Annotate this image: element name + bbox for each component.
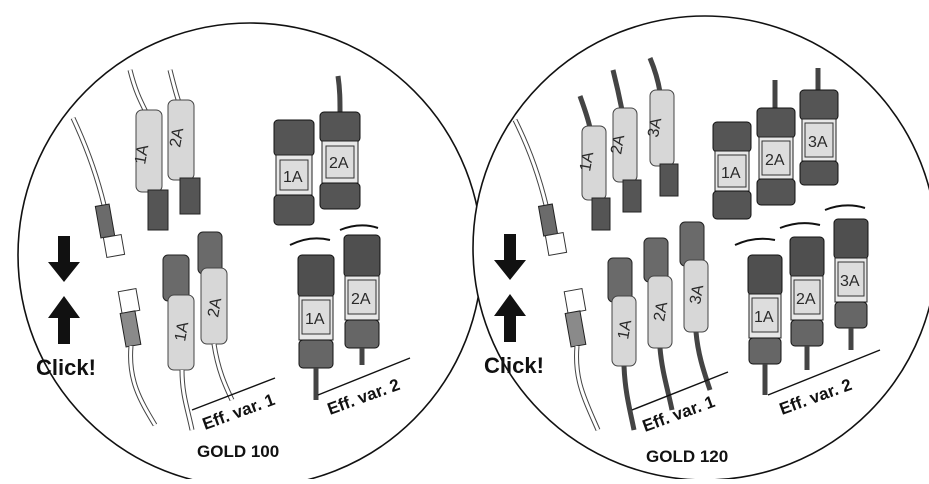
plug-1a-lower: 1A bbox=[607, 257, 637, 431]
arrow-up-icon bbox=[48, 296, 80, 344]
plug-2a-lower: 2A bbox=[197, 231, 235, 402]
rotate-arrow-icon bbox=[824, 204, 866, 211]
arrow-down-icon bbox=[494, 234, 526, 280]
model-label: GOLD 100 bbox=[197, 442, 279, 461]
cable-plug-lower bbox=[563, 288, 601, 431]
plug-1a-upper: 1A bbox=[127, 69, 169, 231]
plug-3a-lower: 3A bbox=[679, 221, 713, 391]
click-label: Click! bbox=[36, 355, 96, 380]
connector-label: 3A bbox=[808, 134, 828, 151]
panel-gold-120: 1A 2A 3A 1A bbox=[472, 15, 929, 481]
arrow-up-icon bbox=[494, 294, 526, 342]
rotate-arrow-icon bbox=[339, 224, 379, 231]
connector-2a-lower: 2A bbox=[789, 236, 825, 370]
connector-1a-upper: 1A bbox=[712, 121, 752, 220]
eff-var-1-line bbox=[631, 371, 729, 411]
plug-label: 1A bbox=[577, 150, 597, 173]
plug-label: 1A bbox=[615, 318, 635, 341]
connector-label: 1A bbox=[754, 309, 774, 326]
connector-1a-lower: 1A bbox=[297, 254, 335, 400]
panel-gold-100: 1A 2A 1A 2A bbox=[17, 22, 483, 484]
plug-label: 1A bbox=[132, 143, 152, 166]
click-label: Click! bbox=[484, 353, 544, 378]
connector-label: 1A bbox=[305, 311, 325, 328]
plug-label: 3A bbox=[687, 283, 707, 306]
plug-2a-lower: 2A bbox=[643, 237, 675, 411]
plug-label: 3A bbox=[645, 116, 665, 139]
connector-3a-upper: 3A bbox=[799, 68, 839, 186]
rotate-arrow-icon bbox=[734, 237, 776, 246]
connector-2a-upper: 2A bbox=[756, 80, 796, 206]
plug-label: 2A bbox=[205, 296, 225, 319]
plug-1a-upper: 1A bbox=[577, 95, 611, 231]
connector-label: 2A bbox=[351, 291, 371, 308]
plug-label: 1A bbox=[172, 320, 192, 343]
connector-label: 2A bbox=[796, 291, 816, 308]
cable-plug-upper bbox=[70, 116, 126, 258]
eff-var-2-line bbox=[767, 349, 881, 396]
plug-1a-lower: 1A bbox=[162, 254, 195, 431]
plug-label: 2A bbox=[608, 133, 628, 156]
cable-plug-lower bbox=[117, 288, 158, 427]
model-label: GOLD 120 bbox=[646, 447, 728, 466]
rotate-arrow-icon bbox=[289, 237, 331, 246]
plug-2a-upper: 2A bbox=[608, 69, 642, 213]
connector-label: 2A bbox=[329, 155, 349, 172]
eff-var-1-line bbox=[191, 377, 276, 411]
connector-2a-upper: 2A bbox=[319, 75, 361, 210]
plug-2a-upper: 2A bbox=[167, 69, 201, 215]
connector-2a-lower: 2A bbox=[343, 234, 381, 365]
eff-var-2-line bbox=[317, 357, 411, 396]
connector-1a-upper: 1A bbox=[273, 119, 315, 226]
connector-label: 3A bbox=[840, 273, 860, 290]
connector-3a-lower: 3A bbox=[833, 218, 869, 350]
arrow-down-icon bbox=[48, 236, 80, 282]
connector-label: 1A bbox=[283, 169, 303, 186]
rotate-arrow-icon bbox=[779, 222, 821, 229]
connector-label: 1A bbox=[721, 165, 741, 182]
plug-3a-upper: 3A bbox=[645, 57, 679, 197]
cable-plug-upper bbox=[512, 118, 568, 256]
plug-label: 2A bbox=[651, 300, 671, 323]
connector-label: 2A bbox=[765, 152, 785, 169]
connector-1a-lower: 1A bbox=[747, 254, 783, 395]
plug-label: 2A bbox=[167, 126, 187, 149]
